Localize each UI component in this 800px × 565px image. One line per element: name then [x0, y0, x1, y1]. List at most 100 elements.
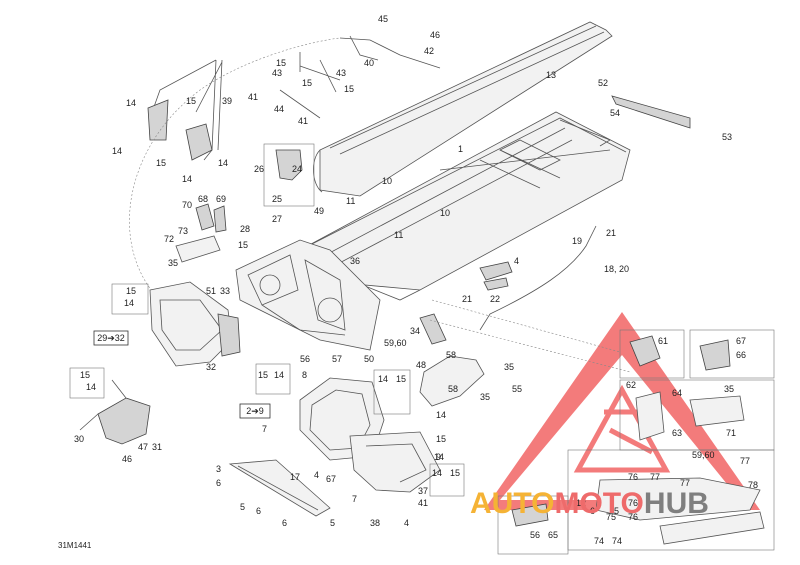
callout-14i: 14 — [436, 410, 446, 420]
callout-61: 61 — [658, 336, 668, 346]
callout-68: 68 — [198, 194, 208, 204]
callout-56b: 56 — [530, 530, 540, 540]
callout-37: 37 — [418, 486, 428, 496]
callout-66: 66 — [736, 350, 746, 360]
callout-57: 57 — [332, 354, 342, 364]
callout-14j: 14 — [434, 452, 444, 462]
callout-30: 30 — [74, 434, 84, 444]
callout-53: 53 — [722, 132, 732, 142]
callout-9: 9 — [436, 452, 441, 462]
callout-19: 19 — [572, 236, 582, 246]
watermark-auto-text: AUTO — [470, 487, 554, 520]
callout-70: 70 — [182, 200, 192, 210]
callout-15e: 15 — [156, 158, 166, 168]
callout-11b: 11 — [394, 230, 403, 240]
callout-7a: 7 — [262, 424, 267, 434]
callout-31: 31 — [152, 442, 162, 452]
callout-54: 54 — [610, 108, 620, 118]
callout-35c: 35 — [480, 392, 490, 402]
callout-14g: 14 — [274, 370, 284, 380]
callout-67b: 67 — [326, 474, 336, 484]
watermark-hub-text: HUB — [644, 487, 709, 520]
callout-24: 24 — [292, 164, 302, 174]
callout-5b: 5 — [330, 518, 335, 528]
callout-11a: 11 — [346, 196, 355, 206]
callout-15a: 15 — [276, 58, 286, 68]
callout-15f: 15 — [238, 240, 248, 250]
callout-41b: 41 — [298, 116, 308, 126]
ref-box-2-9 — [239, 403, 271, 419]
inset-box-24-26 — [263, 143, 315, 207]
callout-58a: 58 — [446, 350, 456, 360]
inset-box-15-14-far-left — [69, 367, 105, 399]
callout-77b: 77 — [650, 472, 660, 482]
callout-28: 28 — [240, 224, 250, 234]
callout-4c: 4 — [404, 518, 409, 528]
callout-42: 42 — [424, 46, 434, 56]
callout-45: 45 — [378, 14, 388, 24]
callout-6a: 6 — [216, 478, 221, 488]
callout-15i: 15 — [258, 370, 268, 380]
callout-6c: 6 — [282, 518, 287, 528]
callout-75: 75 — [606, 512, 616, 522]
callout-5a: 5 — [240, 502, 245, 512]
callout-14k: 14 — [432, 468, 442, 478]
callout-67a: 67 — [736, 336, 746, 346]
callout-73: 73 — [178, 226, 188, 236]
callout-38: 38 — [370, 518, 380, 528]
callout-4a: 4 — [514, 256, 519, 266]
ref-box-29-32 — [93, 330, 129, 346]
front-nose — [149, 281, 233, 367]
callout-7b: 7 — [352, 494, 357, 504]
rail-17 — [228, 459, 331, 517]
callout-15c: 15 — [344, 84, 354, 94]
callout-47: 47 — [138, 442, 148, 452]
callout-18_20: 18, 20 — [604, 264, 629, 274]
callout-10b: 10 — [440, 208, 450, 218]
callout-41a: 41 — [248, 92, 258, 102]
callout-22: 22 — [490, 294, 500, 304]
inset-box-66-67 — [689, 329, 775, 379]
callout-35b: 35 — [504, 362, 514, 372]
inset-box-15-14-center — [373, 369, 411, 415]
callout-25: 25 — [272, 194, 282, 204]
callout-33: 33 — [220, 286, 230, 296]
callout-50: 50 — [364, 354, 374, 364]
callout-64: 64 — [672, 388, 682, 398]
callout-8: 8 — [302, 370, 307, 380]
inset-box-15-14-mid — [255, 363, 291, 395]
callout-69: 69 — [216, 194, 226, 204]
callout-12: 12 — [576, 498, 586, 508]
callout-15h: 15 — [80, 370, 90, 380]
callout-76b: 76 — [628, 498, 638, 508]
callout-14a: 14 — [126, 98, 136, 108]
callout-35d: 35 — [724, 384, 734, 394]
callout-36: 36 — [350, 256, 360, 266]
callout-41c: 41 — [418, 498, 428, 508]
callout-3: 3 — [216, 464, 221, 474]
callout-17: 17 — [290, 472, 300, 482]
diagram-code: 31M1441 — [58, 541, 92, 550]
callout-62: 62 — [626, 380, 636, 390]
callout-35a: 35 — [168, 258, 178, 268]
callout-43b: 43 — [336, 68, 346, 78]
callout-51: 51 — [206, 286, 216, 296]
callout-65: 65 — [548, 530, 558, 540]
callout-6b: 6 — [256, 506, 261, 516]
callout-26: 26 — [254, 164, 264, 174]
callout-14d: 14 — [182, 174, 192, 184]
callout-21b: 21 — [462, 294, 472, 304]
callout-76a: 76 — [628, 472, 638, 482]
inset-box-15-14-left — [111, 283, 149, 315]
ref-label-2-9: 2➔9 — [246, 406, 264, 416]
callout-74a: 74 — [594, 536, 604, 546]
callout-44: 44 — [274, 104, 284, 114]
watermark-logo: AUTOMOTOHUB — [470, 487, 709, 520]
callout-21a: 21 — [606, 228, 616, 238]
callout-46: 46 — [430, 30, 440, 40]
callout-14c: 14 — [218, 158, 228, 168]
callout-4b: 4 — [314, 470, 319, 480]
callout-15l: 15 — [450, 468, 460, 478]
